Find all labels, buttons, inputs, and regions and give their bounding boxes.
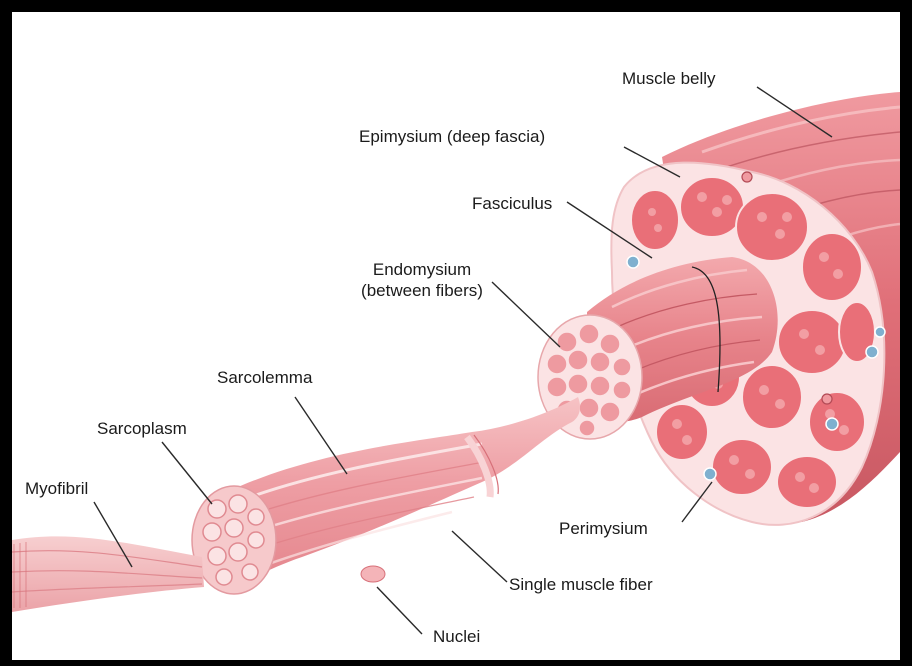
leader-nuclei [377, 587, 422, 634]
muscle-structure-illustration [12, 12, 900, 660]
label-perimysium: Perimysium [559, 518, 648, 539]
label-endomysium-line2: (between fibers) [339, 280, 505, 301]
label-muscle-belly: Muscle belly [622, 68, 716, 89]
leader-single-muscle-fiber [452, 531, 507, 582]
diagram-canvas: Muscle belly Epimysium (deep fascia) Fas… [12, 12, 900, 660]
label-single-muscle-fiber: Single muscle fiber [509, 574, 653, 595]
label-sarcolemma: Sarcolemma [217, 367, 312, 388]
leader-sarcoplasm [162, 442, 212, 504]
sarcoplasm-cross-section [192, 486, 276, 594]
label-epimysium: Epimysium (deep fascia) [359, 126, 545, 147]
label-fasciculus: Fasciculus [472, 193, 552, 214]
label-endomysium-line1: Endomysium [339, 259, 505, 280]
single-muscle-fiber-shape [227, 397, 580, 587]
label-nuclei: Nuclei [433, 626, 480, 647]
myofibril-shape [12, 536, 204, 612]
label-endomysium: Endomysium (between fibers) [339, 259, 505, 301]
label-sarcoplasm: Sarcoplasm [97, 418, 187, 439]
label-myofibril: Myofibril [25, 478, 88, 499]
